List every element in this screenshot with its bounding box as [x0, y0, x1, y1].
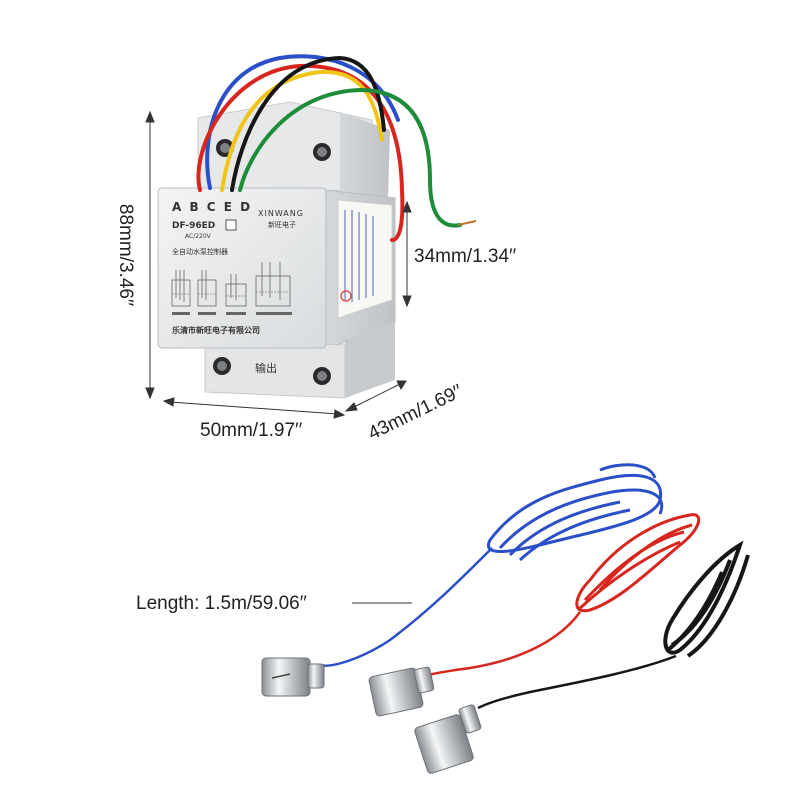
- wire-yellow: [220, 69, 384, 192]
- indicator-window: [225, 219, 237, 231]
- device-wires: [196, 54, 462, 242]
- product-name: 全自动水泵控制器: [172, 247, 228, 256]
- top-width-dimension-label: 34mm/1.34′′: [414, 246, 517, 267]
- manufacturer-name: 乐清市新旺电子有限公司: [172, 325, 260, 335]
- blue-probe-wire: [319, 547, 493, 667]
- screw-bottom-left: [213, 357, 231, 375]
- dimension-lines: [145, 110, 412, 604]
- depth-dimension-label: 43mm/1.69′′: [365, 381, 466, 445]
- device-top-side: [340, 112, 390, 200]
- side-label-lines: [344, 210, 374, 302]
- water-level-probes: [261, 463, 750, 774]
- bottom-mark: 输出: [255, 361, 277, 375]
- screw-bottom-right: [313, 367, 331, 385]
- green-wire-tip: [457, 220, 477, 226]
- brand-name: XINWANG: [258, 209, 304, 218]
- height-dimension-label: 88mm/3.46′′: [115, 204, 136, 307]
- model-number: DF-96ED: [172, 221, 215, 231]
- probe-head-blue: [261, 657, 325, 697]
- wire-green: [238, 87, 462, 228]
- width-dimension-label: 50mm/1.97′′: [200, 420, 303, 441]
- side-label: [337, 199, 393, 319]
- device-bottom-side: [345, 322, 395, 398]
- blue-coil: [487, 463, 664, 562]
- tank-diagrams: [171, 262, 291, 307]
- probe-head-black: [414, 704, 482, 774]
- terminal-letters: A B C E D: [172, 200, 252, 214]
- screw-top-right: [313, 143, 331, 161]
- cert-mark: [340, 290, 352, 302]
- black-probe-wire: [477, 654, 677, 710]
- black-coil: [663, 540, 750, 658]
- voltage-rating: AC/220V: [185, 233, 212, 240]
- brand-name-cn: 新旺电子: [268, 220, 296, 229]
- tank-captions: [172, 312, 292, 315]
- controller-device: 输出 A B C E D DF-96ED AC/220V XINWANG 新旺电…: [157, 54, 477, 399]
- red-probe-wire: [411, 611, 582, 682]
- red-coil: [575, 513, 701, 613]
- cable-length-label: Length: 1.5m/59.06′′: [136, 593, 307, 614]
- probe-head-red: [368, 666, 435, 717]
